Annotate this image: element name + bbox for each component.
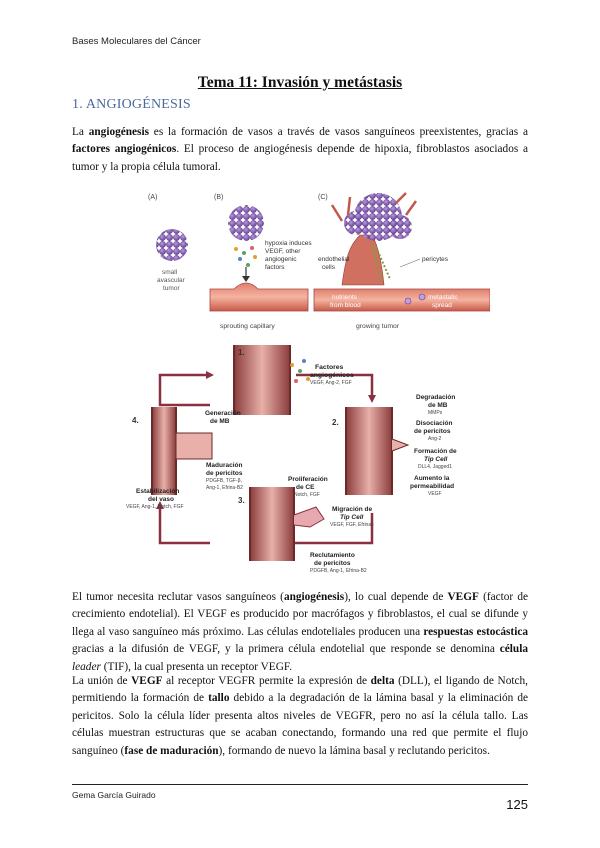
svg-text:VEGF, Ang-2, FGF: VEGF, Ang-2, FGF	[310, 380, 352, 386]
svg-text:tumor: tumor	[163, 285, 180, 292]
svg-text:DLL4, Jagged1: DLL4, Jagged1	[418, 464, 452, 470]
formacion-label: Formación de	[414, 448, 457, 455]
cycle-arrow-right	[296, 373, 374, 399]
cycle-arrow-top	[158, 373, 210, 407]
proliferacion-label: Proliferación	[288, 476, 328, 483]
factor-dots	[290, 359, 310, 383]
step-2-number: 2.	[332, 418, 339, 427]
svg-text:cells: cells	[322, 264, 336, 271]
degradacion-label: Degradación	[416, 394, 455, 401]
cycle-arrow-left	[158, 505, 210, 545]
svg-text:Ang-2: Ang-2	[428, 436, 442, 442]
footer-author: Gema García Guirado	[72, 790, 156, 800]
cycle-figure: 1. Factores angiogénicos VEGF, Ang-2, FG…	[126, 345, 457, 574]
cycle-arrow-bottom	[290, 513, 374, 545]
estabilizacion-label: Estabilización	[136, 488, 179, 495]
nutrients-label: nutrients	[332, 294, 358, 301]
svg-text:factors: factors	[265, 264, 285, 271]
svg-text:Tip Cell: Tip Cell	[340, 514, 364, 521]
svg-text:Notch, FGF: Notch, FGF	[294, 492, 320, 498]
svg-text:from blood: from blood	[330, 302, 361, 309]
growing-label: growing tumor	[356, 323, 400, 330]
factores-label: Factores	[315, 364, 344, 371]
small-tumor-cluster	[156, 229, 188, 261]
growth-factor-dots	[234, 246, 257, 267]
running-header: Bases Moleculares del Cáncer	[72, 36, 201, 47]
svg-text:de pericitos: de pericitos	[314, 560, 351, 567]
svg-text:VEGF: VEGF	[428, 491, 442, 497]
svg-text:del vaso: del vaso	[148, 496, 174, 503]
migracion-label: Migración de	[332, 506, 372, 513]
svg-text:PDGFB, TGF-β,: PDGFB, TGF-β,	[206, 478, 242, 484]
vessel-step-1	[234, 345, 290, 415]
hypoxia-label: hypoxia induces	[265, 240, 312, 247]
step-3-number: 3.	[238, 496, 245, 505]
svg-text:VEGF, other: VEGF, other	[265, 248, 301, 255]
svg-text:angiogenic: angiogenic	[265, 256, 297, 263]
small-tumor-label: small	[162, 269, 178, 276]
svg-text:(A): (A)	[148, 194, 157, 201]
svg-text:(C): (C)	[318, 194, 328, 201]
svg-text:angiogénicos: angiogénicos	[310, 372, 354, 379]
sprouting-label: sprouting capillary	[220, 323, 275, 330]
svg-text:de MB: de MB	[210, 418, 230, 425]
angiogenesis-figure: (A) (B) (C) small avascular tumor hypoxi…	[126, 192, 490, 574]
svg-text:de pericitos: de pericitos	[206, 470, 243, 477]
page-title: Tema 11: Invasión y metástasis	[197, 74, 403, 91]
svg-text:Ang-1, Efrina-B2: Ang-1, Efrina-B2	[206, 485, 243, 491]
growing-tumor-cluster	[344, 193, 412, 241]
svg-text:VEGF, Ang-1, Notch, FGF: VEGF, Ang-1, Notch, FGF	[126, 504, 184, 510]
svg-text:de CE: de CE	[296, 484, 315, 491]
svg-text:de MB: de MB	[428, 402, 448, 409]
svg-text:permeabilidad: permeabilidad	[410, 483, 454, 490]
paragraph-intro: La angiogénesis es la formación de vasos…	[72, 126, 528, 173]
svg-text:MMPs: MMPs	[428, 410, 443, 416]
generacion-label: Generación	[205, 410, 241, 417]
step-1-number: 1.	[238, 348, 245, 357]
svg-text:Tip Cell: Tip Cell	[424, 456, 448, 463]
svg-text:VEGF, FGF, Efrinas: VEGF, FGF, Efrinas	[330, 522, 374, 528]
paragraph-notch: La unión de VEGF al receptor VEGFR permi…	[72, 675, 528, 757]
svg-text:(B): (B)	[214, 194, 223, 201]
vessel-step-3	[250, 487, 294, 561]
maduracion-label: Maduración	[206, 462, 243, 469]
svg-text:PDGFB, Ang-1, Efrina-B2: PDGFB, Ang-1, Efrina-B2	[310, 568, 367, 574]
sprouting-vessel	[209, 282, 309, 312]
growing-vessel	[313, 288, 490, 312]
top-figure: (A) (B) (C) small avascular tumor hypoxi…	[148, 192, 490, 330]
page-number: 125	[506, 797, 528, 812]
svg-text:spread: spread	[432, 302, 452, 309]
metastatic-label: metastatic	[428, 294, 458, 301]
endothelial-label: endothelial	[318, 256, 350, 263]
paragraph-vegf: El tumor necesita reclutar vasos sanguín…	[72, 591, 528, 673]
reclutamiento-label: Reclutamiento	[310, 552, 355, 559]
section-heading: 1. ANGIOGÉNESIS	[72, 97, 191, 112]
vessel-step-2	[346, 407, 392, 495]
vessel-step-4	[152, 407, 176, 495]
tumor-cluster-b	[228, 205, 264, 241]
footer-divider	[72, 784, 528, 785]
aumento-label: Aumento la	[414, 475, 450, 482]
pericytes-label: pericytes	[422, 256, 449, 263]
svg-text:avascular: avascular	[157, 277, 186, 284]
step-4-number: 4.	[132, 416, 139, 425]
svg-text:de pericitos: de pericitos	[414, 428, 451, 435]
disociacion-label: Disociación	[416, 420, 453, 427]
